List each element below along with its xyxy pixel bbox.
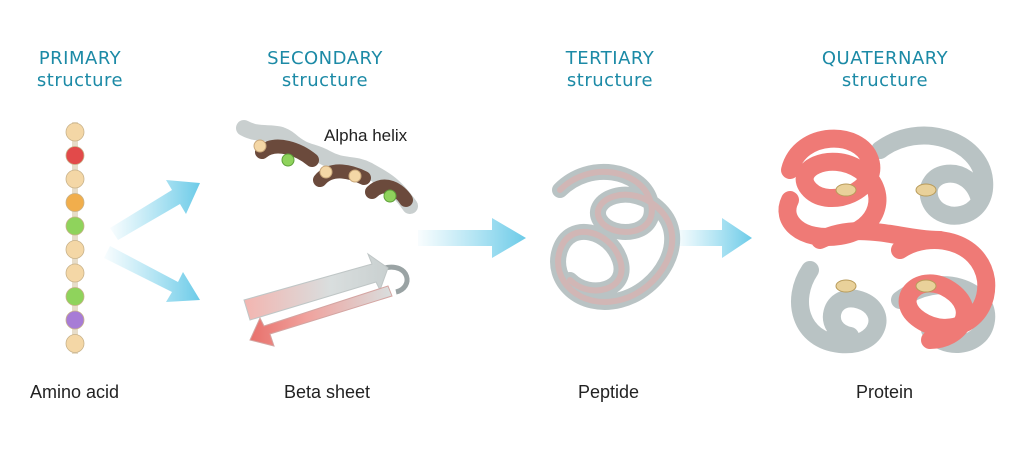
alpha-helix-label: Alpha helix xyxy=(324,126,408,145)
heading-primary-title: PRIMARY xyxy=(38,48,122,69)
chain-backbone xyxy=(72,122,78,354)
amino-acid-bead xyxy=(65,193,85,212)
heading-secondary-subtitle: structure xyxy=(281,70,369,91)
protein-complex xyxy=(778,126,996,354)
amino-acid-bead xyxy=(65,122,85,142)
beta-sheet-illustration xyxy=(243,252,410,347)
amino-acid-bead xyxy=(65,169,85,189)
amino-acid-bead xyxy=(65,310,85,330)
caption-beta-sheet: Beta sheet xyxy=(284,382,371,402)
amino-acid-bead xyxy=(65,287,85,306)
arrow-to-quaternary xyxy=(676,218,752,258)
heading-quaternary-title: QUATERNARY xyxy=(821,48,949,69)
heading-tertiary: TERTIARY structure xyxy=(540,48,680,92)
amino-acid-beads xyxy=(65,122,85,353)
heading-primary-subtitle: structure xyxy=(36,70,124,91)
arrow-to-alpha-helix xyxy=(110,180,200,240)
amino-acid-bead xyxy=(65,146,85,165)
heading-secondary-title: SECONDARY xyxy=(267,48,383,69)
amino-acid-bead xyxy=(65,216,85,236)
arrow-to-beta-sheet xyxy=(104,246,200,302)
amino-acid-bead xyxy=(65,334,85,353)
peptide-knot xyxy=(550,163,681,310)
caption-amino-acid: Amino acid xyxy=(30,382,120,402)
amino-acid-chain xyxy=(65,122,85,354)
heading-secondary: SECONDARY structure xyxy=(250,48,400,92)
alpha-helix-illustration xyxy=(236,120,418,214)
heading-tertiary-title: TERTIARY xyxy=(565,48,655,69)
heading-quaternary-subtitle: structure xyxy=(841,70,929,91)
caption-peptide: Peptide xyxy=(578,382,640,402)
amino-acid-bead xyxy=(65,240,85,259)
heading-quaternary: QUATERNARY structure xyxy=(800,48,970,92)
heading-tertiary-subtitle: structure xyxy=(566,70,654,91)
amino-acid-bead xyxy=(65,263,85,283)
heading-primary: PRIMARY structure xyxy=(20,48,140,92)
arrow-to-tertiary xyxy=(418,218,526,258)
caption-protein: Protein xyxy=(856,382,914,402)
